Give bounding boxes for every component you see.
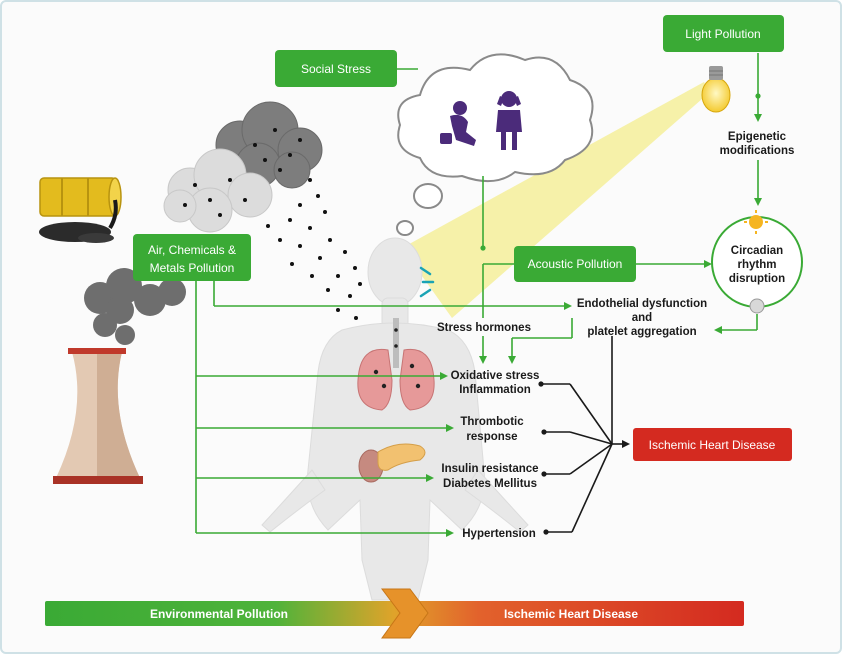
ischemic-heart-disease-box: Ischemic Heart Disease [633, 428, 792, 461]
air-pollution-label-line2: Metals Pollution [150, 261, 235, 275]
connector-dots [538, 381, 549, 535]
acoustic-pollution-box: Acoustic Pollution [514, 246, 636, 282]
moon-icon [749, 298, 765, 314]
thrombotic-label-line1: Thrombotic [460, 416, 524, 428]
factory-chimney-icon [53, 268, 186, 484]
thought-cloud-icon [396, 53, 594, 236]
light-bulb-icon [701, 66, 731, 113]
insulin-label-line1: Insulin resistance [441, 463, 538, 475]
endothelial-label-line1: Endothelial dysfunction [577, 298, 707, 310]
bar-right-label: Ischemic Heart Disease [504, 607, 638, 621]
chevron-right-icon [381, 588, 429, 639]
stress-hormones-label: Stress hormones [437, 322, 531, 334]
light-pollution-label: Light Pollution [685, 27, 760, 41]
bottom-progression-bar: Environmental Pollution Ischemic Heart D… [45, 588, 744, 639]
pollution-cloud-icon [163, 101, 362, 320]
epigenetic-label-line1: Epigenetic [728, 131, 787, 143]
stressed-person-icon [440, 91, 522, 150]
circadian-label-line2: rhythm [738, 259, 777, 271]
air-pollution-label-line1: Air, Chemicals & [148, 243, 236, 257]
epigenetic-label-line2: modifications [720, 145, 795, 157]
lungs-icon [357, 318, 435, 411]
social-stress-box: Social Stress [275, 50, 397, 87]
pancreas-icon [358, 443, 426, 483]
bar-left-label: Environmental Pollution [150, 607, 288, 621]
noise-waves-icon [419, 266, 435, 298]
light-pollution-box: Light Pollution [663, 15, 784, 52]
social-stress-label: Social Stress [301, 62, 371, 76]
air-pollution-box: Air, Chemicals & Metals Pollution [133, 234, 251, 281]
ischemic-heart-disease-label: Ischemic Heart Disease [649, 438, 776, 452]
oil-barrel-icon [39, 177, 122, 243]
insulin-label-line2: Diabetes Mellitus [443, 478, 537, 490]
endothelial-label-line3: platelet aggregation [587, 326, 696, 338]
light-beam [402, 82, 710, 318]
circadian-label-line3: disruption [729, 273, 785, 285]
acoustic-pollution-label: Acoustic Pollution [528, 257, 623, 271]
green-dots [480, 93, 761, 251]
hypertension-label: Hypertension [462, 528, 536, 540]
oxidative-label-line2: Inflammation [459, 384, 531, 396]
oxidative-label-line1: Oxidative stress [451, 370, 540, 382]
circadian-label-line1: Circadian [731, 245, 783, 257]
thrombotic-label-line2: response [466, 431, 517, 443]
green-connectors [195, 53, 762, 537]
endothelial-label-line2: and [632, 312, 652, 324]
sun-icon [744, 210, 768, 234]
black-connectors [542, 336, 630, 533]
